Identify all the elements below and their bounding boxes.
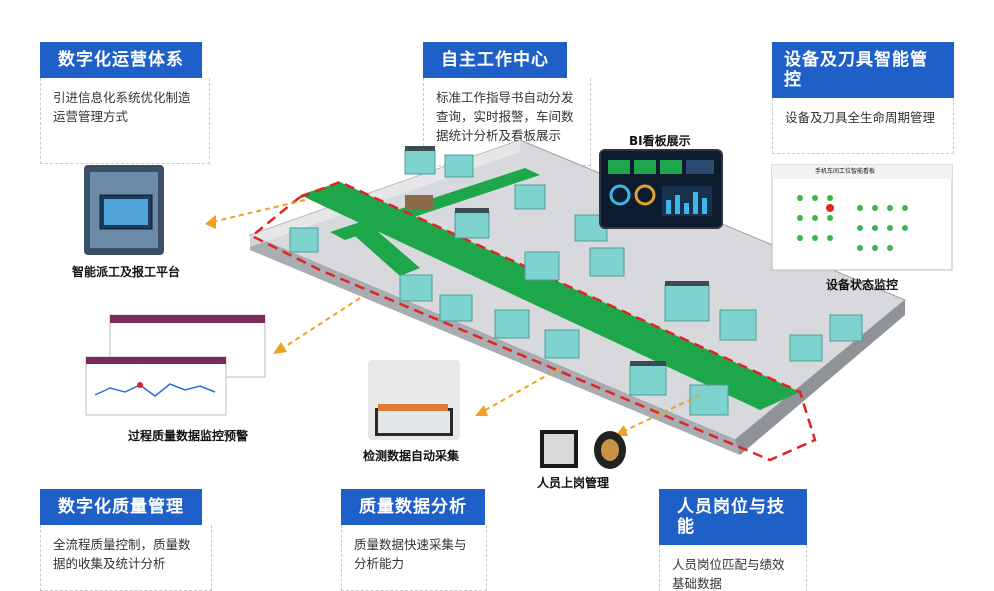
- cross-aisle: [330, 168, 540, 240]
- card-desc: 全流程质量控制，质量数据的收集及统计分析: [40, 525, 212, 591]
- card-digital-ops: 数字化运营体系 引进信息化系统优化制造运营管理方式: [40, 42, 210, 164]
- arrow-inspection: [481, 367, 561, 413]
- card-title: 数字化质量管理: [40, 489, 202, 525]
- card-desc: 引进信息化系统优化制造运营管理方式: [40, 78, 210, 164]
- arrow-dispatch: [211, 199, 306, 223]
- card-quality-mgmt: 数字化质量管理 全流程质量控制，质量数据的收集及统计分析: [40, 489, 212, 591]
- arrow-process-quality: [279, 297, 361, 351]
- label-bi: BI看板展示: [629, 134, 691, 148]
- main-aisle: [300, 182, 800, 410]
- onboard-devices: [540, 430, 626, 469]
- card-personnel: 人员岗位与技能 人员岗位匹配与绩效基础数据: [659, 489, 807, 591]
- inspection-device: [368, 360, 460, 440]
- card-desc: 质量数据快速采集与分析能力: [341, 525, 487, 591]
- label-status: 设备状态监控: [826, 278, 899, 292]
- label-onboard: 人员上岗管理: [537, 476, 610, 490]
- card-title: 自主工作中心: [423, 42, 567, 78]
- card-title: 设备及刀具智能管控: [772, 42, 954, 98]
- process-quality-screens: [85, 314, 266, 416]
- label-inspection: 检测数据自动采集: [363, 449, 460, 463]
- status-board-title: 手机车间工位智能看板: [815, 168, 876, 175]
- card-equipment: 设备及刀具智能管控 设备及刀具全生命周期管理: [772, 42, 954, 154]
- card-title: 数字化运营体系: [40, 42, 202, 78]
- card-title: 质量数据分析: [341, 489, 485, 525]
- desk: [405, 195, 433, 209]
- label-process-quality: 过程质量数据监控预警: [128, 429, 249, 443]
- bi-dashboard-screen: [599, 149, 723, 229]
- card-desc: 人员岗位匹配与绩效基础数据: [659, 545, 807, 591]
- card-desc: 设备及刀具全生命周期管理: [772, 98, 954, 154]
- label-dispatch: 智能派工及报工平台: [72, 265, 181, 279]
- card-desc: 标准工作指导书自动分发查询，实时报警，车间数据统计分析及看板展示: [423, 78, 591, 166]
- status-board-dots: [797, 195, 908, 251]
- card-quality-analysis: 质量数据分析 质量数据快速采集与分析能力: [341, 489, 487, 591]
- machines: [289, 149, 863, 416]
- card-title: 人员岗位与技能: [659, 489, 807, 545]
- status-board-screen: [771, 164, 953, 271]
- card-work-center: 自主工作中心 标准工作指导书自动分发查询，实时报警，车间数据统计分析及看板展示: [423, 42, 591, 166]
- dispatch-terminal-photo: [84, 165, 164, 255]
